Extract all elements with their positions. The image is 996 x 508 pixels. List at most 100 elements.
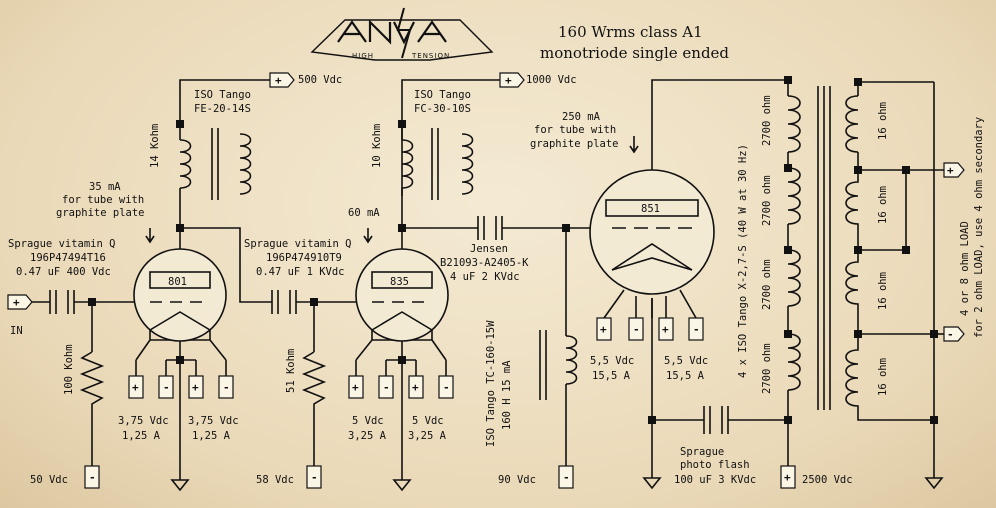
svg-text:+: + — [662, 323, 669, 336]
cap3-model: B21093-A2405-K — [440, 257, 529, 269]
grid-choke-model: ISO Tango TC-160-15W — [485, 320, 497, 447]
note-851-line3: graphite plate — [530, 138, 619, 150]
note-835-current: 60 mA — [348, 207, 380, 219]
cap4-value: 100 uF 3 KVdc — [674, 474, 756, 486]
wiring — [28, 79, 944, 480]
cap4-name: Sprague — [680, 446, 724, 458]
fil851-a1: 15,5 A — [592, 370, 631, 382]
opt-secondary-1: 16 ohm — [877, 102, 889, 140]
svg-text:-: - — [383, 381, 390, 394]
opt-secondary-3: 16 ohm — [877, 272, 889, 310]
fil851-v2: 5,5 Vdc — [664, 355, 708, 367]
svg-text:+: + — [600, 323, 607, 336]
supply-58v-label: 58 Vdc — [256, 474, 294, 486]
logo-text-left: HIGH — [352, 52, 374, 60]
cap1-value: 0.47 uF 400 Vdc — [16, 266, 111, 278]
arrow-835 — [363, 228, 373, 244]
tube-801-label: 801 — [168, 276, 187, 288]
note-851-current: 250 mA — [562, 111, 601, 123]
cap2-name: Sprague vitamin Q — [244, 238, 351, 250]
svg-text:-: - — [311, 471, 318, 484]
svg-text:-: - — [443, 381, 450, 394]
svg-text:-: - — [947, 328, 954, 341]
input-label: IN — [10, 325, 23, 337]
svg-text:-: - — [89, 471, 96, 484]
arrow-851 — [629, 136, 639, 154]
choke2-value: 10 Kohm — [371, 124, 383, 168]
choke2-name: ISO Tango — [414, 89, 471, 101]
logo-text-right: TENSION — [411, 52, 450, 60]
title-line-1: 160 Wrms class A1 — [558, 23, 703, 41]
filament-terminals: + - + - + - + - + - + - — [128, 317, 704, 399]
supply-1000v-label: 1000 Vdc — [526, 74, 577, 86]
svg-text:-: - — [693, 323, 700, 336]
svg-text:+: + — [784, 471, 791, 484]
tube-851-label: 851 — [641, 203, 660, 215]
supply-2500v-label: 2500 Vdc — [802, 474, 853, 486]
fil851-a2: 15,5 A — [666, 370, 705, 382]
note-801-line2: for tube with — [62, 194, 144, 206]
svg-text:+: + — [132, 381, 139, 394]
opt-primary-2: 2700 ohm — [761, 175, 773, 226]
svg-text:+: + — [412, 381, 419, 394]
tube-835-label: 835 — [390, 276, 409, 288]
opt-primary-3: 2700 ohm — [761, 259, 773, 310]
choke1-value: 14 Kohm — [149, 124, 161, 168]
svg-text:-: - — [633, 323, 640, 336]
r2-value: 51 Kohm — [285, 349, 297, 393]
svg-text:-: - — [223, 381, 230, 394]
supply-50v-label: 50 Vdc — [30, 474, 68, 486]
junction-dots — [88, 76, 938, 424]
supply-terminals: - - - + + + + + - — [7, 72, 965, 489]
opt-primary-4: 2700 ohm — [761, 343, 773, 394]
title-line-2: monotriode single ended — [540, 44, 729, 62]
load-note-1: 4 or 8 ohm LOAD — [959, 221, 971, 316]
grid-choke-value: 160 H 15 mA — [501, 360, 513, 430]
cap3-name: Jensen — [470, 243, 508, 255]
cap3-value: 4 uF 2 KVdc — [450, 271, 520, 283]
cap1-name: Sprague vitamin Q — [8, 238, 115, 250]
opt-primary-1: 2700 ohm — [761, 95, 773, 146]
svg-text:+: + — [192, 381, 199, 394]
fil801-v1: 3,75 Vdc — [118, 415, 169, 427]
tube-851: 851 — [589, 169, 715, 295]
svg-text:-: - — [563, 471, 570, 484]
fil835-a2: 3,25 A — [408, 430, 447, 442]
tube-835: 835 — [355, 248, 449, 342]
supply-90v-label: 90 Vdc — [498, 474, 536, 486]
cap2-model: 196P474910T9 — [266, 252, 342, 264]
cap2-value: 0.47 uF 1 KVdc — [256, 266, 345, 278]
note-801-line3: graphite plate — [56, 207, 145, 219]
svg-text:+: + — [947, 164, 954, 177]
labels: 500 Vdc 1000 Vdc 50 Vdc 58 Vdc 90 Vdc 25… — [8, 74, 985, 486]
cap1-model: 196P47494T16 — [30, 252, 106, 264]
fil835-a1: 3,25 A — [348, 430, 387, 442]
tube-801: 801 — [133, 248, 227, 342]
load-note-2: for 2 ohm LOAD, use 4 ohm secondary — [973, 117, 985, 338]
fil835-v1: 5 Vdc — [352, 415, 384, 427]
r1-value: 100 Kohm — [63, 344, 75, 395]
fil801-v2: 3,75 Vdc — [188, 415, 239, 427]
note-851-line2: for tube with — [534, 124, 616, 136]
svg-text:+: + — [13, 296, 20, 309]
cap4-type: photo flash — [680, 459, 750, 471]
svg-text:+: + — [505, 74, 512, 87]
fil801-a2: 1,25 A — [192, 430, 231, 442]
fil835-v2: 5 Vdc — [412, 415, 444, 427]
svg-text:+: + — [275, 74, 282, 87]
fil801-a1: 1,25 A — [122, 430, 161, 442]
opt-secondary-4: 16 ohm — [877, 358, 889, 396]
opt-label: 4 x ISO Tango X-2,7-S (40 W at 30 Hz) — [737, 144, 749, 378]
supply-500v-label: 500 Vdc — [298, 74, 342, 86]
choke2-model: FC-30-10S — [414, 103, 471, 115]
choke1-name: ISO Tango — [194, 89, 251, 101]
opt-secondary-2: 16 ohm — [877, 186, 889, 224]
choke1-model: FE-20-14S — [194, 103, 251, 115]
arrow-801 — [145, 228, 155, 244]
logo: HIGH TENSION — [310, 7, 494, 61]
note-801-current: 35 mA — [89, 181, 121, 193]
fil851-v1: 5,5 Vdc — [590, 355, 634, 367]
ground-symbols — [170, 477, 944, 492]
